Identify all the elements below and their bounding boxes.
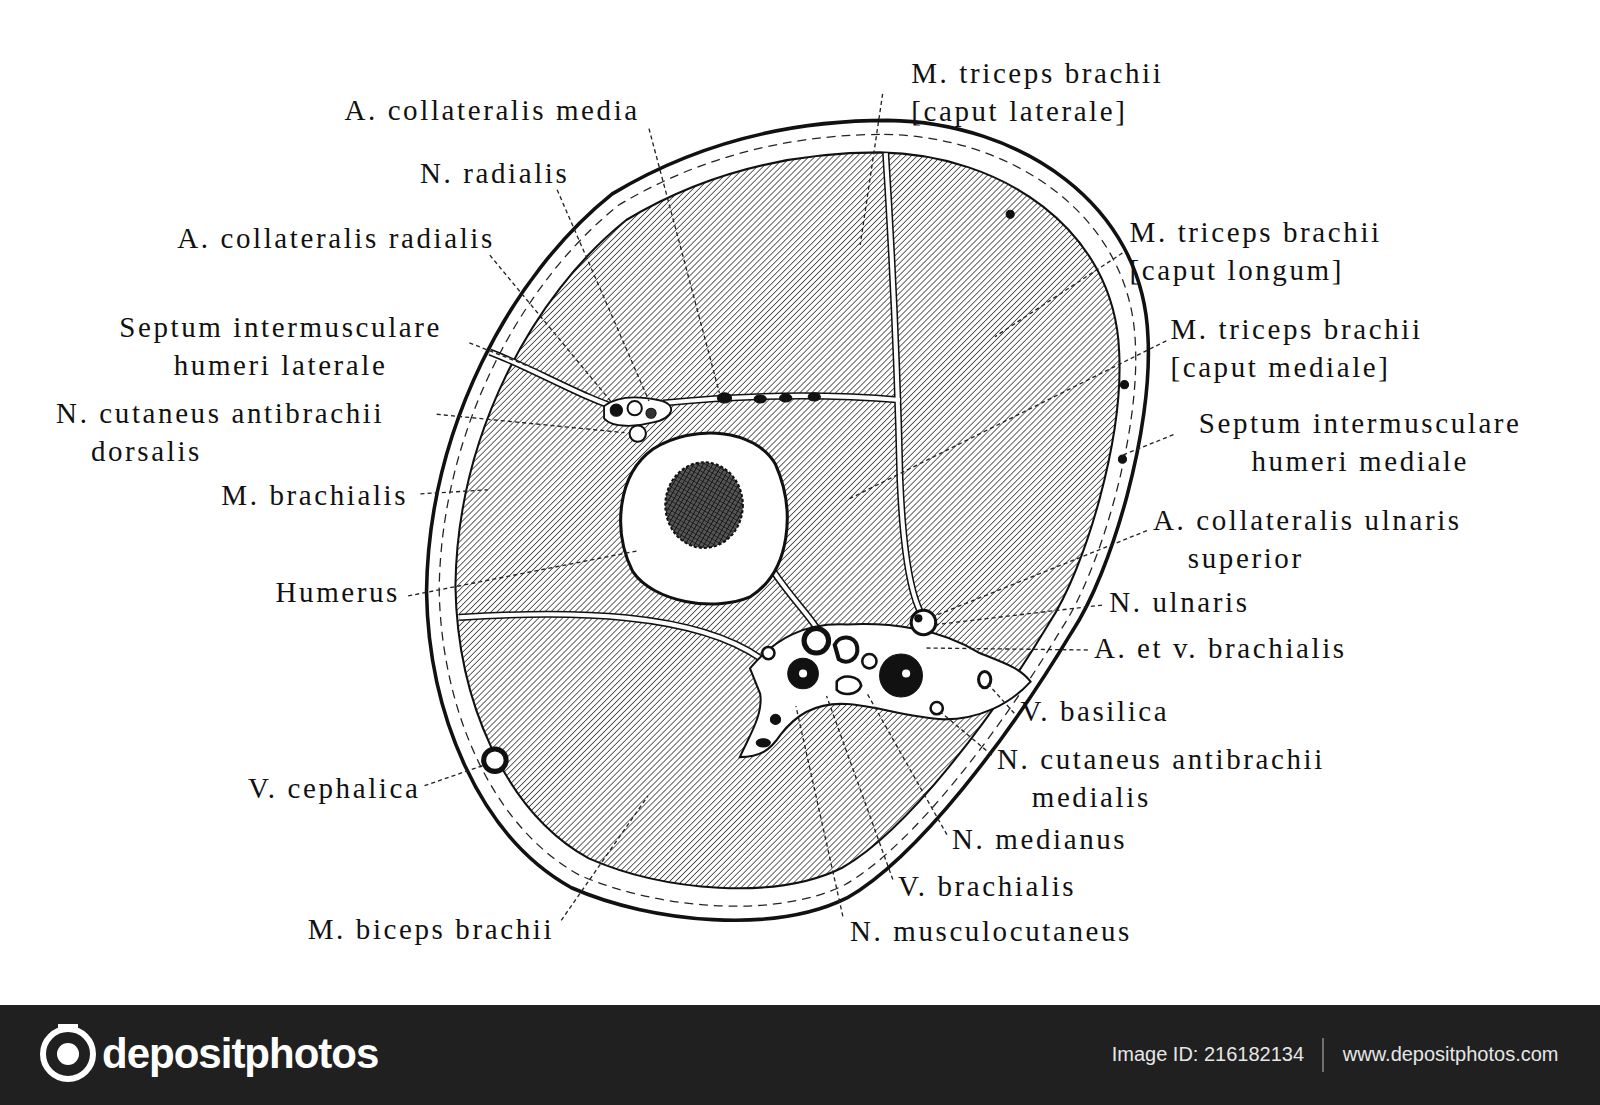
part-label: M. biceps brachii: [308, 910, 554, 948]
part-label: V. cephalica: [248, 769, 420, 807]
part-label: N. radialis: [420, 154, 569, 192]
part-label: V. basilica: [1020, 692, 1169, 730]
part-label: M. triceps brachii [caput laterale]: [911, 54, 1172, 130]
septum-fill: [459, 153, 923, 658]
part-label: M. brachialis: [221, 476, 408, 514]
part-label: Septum intermusculare humeri laterale: [115, 308, 446, 384]
watermark-text: www.depositphotos.com: [1343, 1041, 1559, 1067]
watermark-text: depositphotos: [102, 1029, 378, 1079]
part-label: N. ulnaris: [1109, 583, 1249, 621]
part-label: N. cutaneus antibrachii dorsalis: [56, 394, 393, 470]
part-label: A. et v. brachialis: [1094, 629, 1347, 667]
part-label: A. collateralis ulnaris superior: [1153, 501, 1470, 577]
part-label: A. collateralis media: [344, 91, 639, 129]
part-label: N. musculocutaneus: [850, 912, 1132, 950]
humerus-bone: [621, 433, 787, 604]
watermark-bar: [0, 1005, 1600, 1105]
part-label: Humerus: [275, 573, 400, 611]
radial-groove: [604, 397, 671, 425]
part-label: V. brachialis: [898, 867, 1076, 905]
neurovascular-space: [740, 624, 1031, 757]
part-label: N. medianus: [952, 820, 1127, 858]
watermark-text: Image ID: 216182134: [1112, 1041, 1304, 1067]
part-label: A. collateralis radialis: [177, 219, 495, 257]
vessels-nerves: [484, 210, 1129, 771]
part-label: Septum intermusculare humeri mediale: [1195, 404, 1526, 480]
bone-marrow: [665, 462, 743, 548]
part-label: N. cutaneus antibrachii medialis: [997, 740, 1334, 816]
muscle-mass: [455, 152, 1119, 888]
fascia-line: [439, 134, 1136, 906]
part-label: M. triceps brachii [caput mediale]: [1170, 310, 1431, 386]
septum-outline: [459, 153, 923, 658]
part-label: M. triceps brachii [caput longum]: [1130, 213, 1391, 289]
